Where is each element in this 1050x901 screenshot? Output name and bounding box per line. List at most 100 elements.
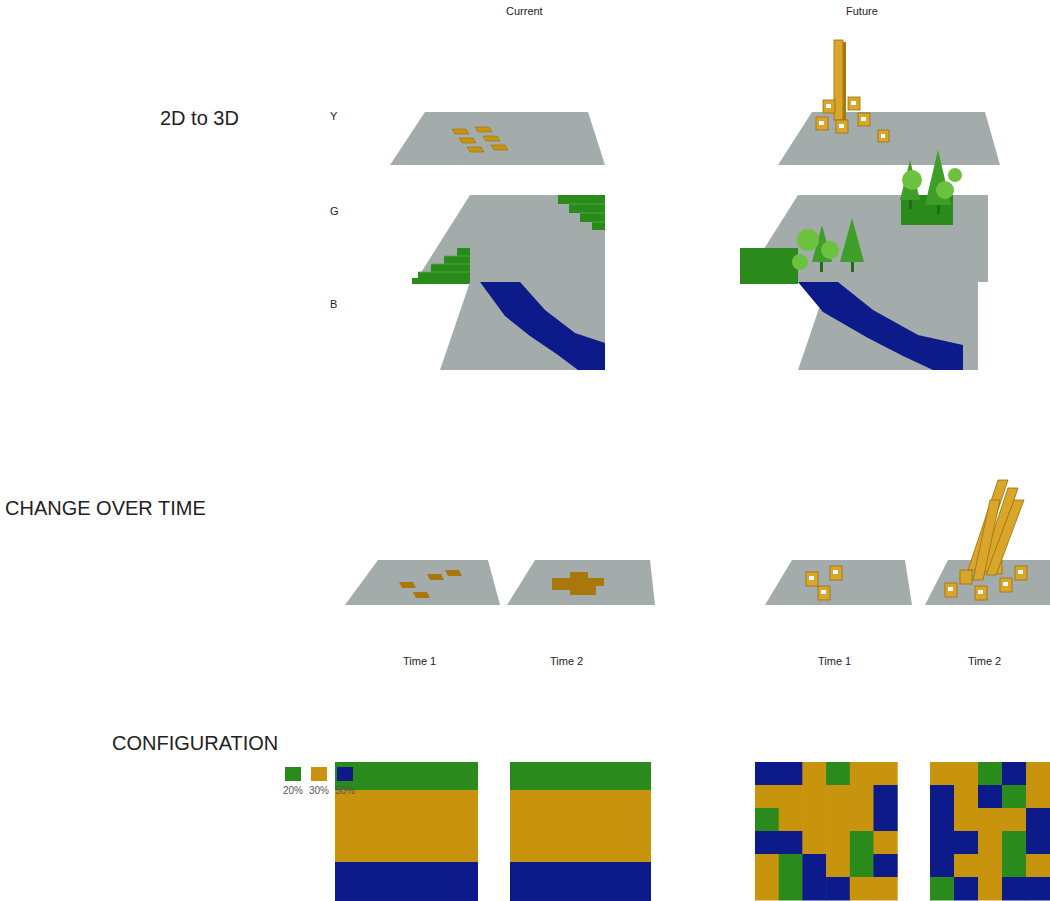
future-configuration-part — [930, 831, 955, 855]
future-trees-part — [792, 168, 962, 270]
future-layer-g-part — [740, 248, 798, 284]
current-time-planes-part-part — [399, 582, 416, 588]
future-buildings-part-part — [881, 134, 885, 138]
future-configuration-part — [1002, 762, 1027, 786]
future-trees-part-part — [902, 170, 922, 190]
current-layer-g-part-part — [569, 204, 605, 222]
future-configuration-part — [826, 831, 850, 855]
future-buildings-part-part — [848, 97, 860, 110]
future-configuration-part — [1026, 762, 1050, 786]
current-time-planes — [345, 560, 655, 605]
future-configuration-part — [802, 762, 826, 786]
future-configuration-part — [954, 831, 979, 855]
future-configuration-part — [779, 808, 803, 832]
layer-letter: G — [330, 205, 339, 218]
future-configuration-part — [1026, 831, 1050, 855]
current-layer-b-part — [480, 282, 605, 370]
time-label: Time 1 — [818, 655, 851, 668]
current-time-planes-part-part — [552, 572, 604, 595]
future-time-planes-part-part — [948, 587, 953, 591]
future-configuration-part — [826, 785, 850, 809]
current-configuration-part — [335, 762, 478, 790]
future-configuration-part — [978, 877, 1003, 901]
future-buildings-part — [819, 101, 885, 138]
future-trees-part-part — [820, 262, 823, 272]
future-trees-part-part — [840, 218, 864, 262]
future-configuration-part — [954, 808, 979, 832]
future-time-planes — [765, 480, 1050, 605]
current-configuration-part — [510, 862, 651, 901]
future-configuration-part — [978, 831, 1003, 855]
future-trees-part-part — [936, 181, 954, 199]
future-configuration-part — [1026, 808, 1050, 832]
future-configuration-part — [954, 785, 979, 809]
current-layer-y-part-part — [452, 129, 469, 134]
future-configuration-part — [930, 785, 955, 809]
column-heading: Current — [506, 5, 543, 18]
legend-swatch — [337, 767, 353, 781]
future-configuration-part — [779, 877, 803, 901]
future-configuration-part — [1002, 854, 1027, 878]
future-time-planes-part — [765, 560, 912, 605]
legend-text: 30% — [309, 785, 329, 797]
column-heading: Future — [846, 5, 878, 18]
future-configuration-part — [779, 831, 803, 855]
future-configuration-part — [826, 762, 850, 786]
future-configuration-part — [1026, 877, 1050, 901]
current-layer-y-part-part — [459, 138, 476, 143]
future-configuration-part — [826, 877, 850, 901]
future-buildings-part-part — [826, 104, 831, 108]
future-configuration-part — [874, 785, 898, 809]
future-trees-part-part — [948, 168, 962, 182]
future-configuration — [755, 762, 1050, 901]
current-layer-y-part-part — [483, 136, 500, 141]
future-buildings-part-part — [851, 101, 856, 105]
future-configuration-part — [874, 808, 898, 832]
future-configuration-part — [1002, 831, 1027, 855]
future-configuration-part — [954, 762, 979, 786]
future-configuration-part — [850, 877, 874, 901]
future-time-planes-part-part — [830, 566, 842, 580]
future-buildings-part-part — [823, 100, 835, 113]
future-configuration-part — [779, 762, 803, 786]
current-layer-y — [390, 112, 605, 165]
future-buildings-part-part — [839, 124, 844, 128]
future-layer-b-part — [798, 282, 963, 370]
future-time-planes-part-part — [818, 586, 830, 600]
future-configuration-part — [978, 854, 1003, 878]
future-configuration-part — [755, 877, 779, 901]
future-time-planes-part-part — [975, 586, 987, 600]
current-time-planes-part-part — [445, 570, 462, 576]
current-time-planes-part-part — [427, 574, 444, 580]
future-configuration-part — [1002, 785, 1027, 809]
future-trees-part-part — [797, 229, 819, 251]
future-time-planes-part-part — [1018, 570, 1023, 574]
future-configuration-part — [755, 808, 779, 832]
future-buildings-part-part — [858, 113, 870, 126]
current-configuration-part — [510, 762, 651, 790]
legend-text: 50% — [335, 785, 355, 797]
current-layer-y-part-part — [475, 127, 492, 132]
future-configuration-part — [802, 785, 826, 809]
current-configuration — [335, 762, 651, 901]
future-configuration-part — [802, 854, 826, 878]
future-configuration-part — [755, 785, 779, 809]
future-configuration-part — [850, 854, 874, 878]
current-configuration-part — [335, 862, 478, 901]
future-configuration-part — [755, 831, 779, 855]
current-layer-b — [440, 282, 605, 370]
current-configuration-part — [335, 790, 478, 862]
future-buildings-part-part — [816, 117, 828, 130]
layer-letter: Y — [330, 110, 337, 123]
future-configuration-part — [874, 762, 898, 786]
future-configuration-part — [1026, 854, 1050, 878]
future-configuration-part — [755, 854, 779, 878]
current-time-planes-part — [345, 560, 500, 605]
future-layer-y-part — [778, 112, 1000, 165]
future-buildings-part-part — [836, 120, 848, 133]
future-configuration-part — [874, 831, 898, 855]
current-layer-g-part-part — [418, 256, 470, 272]
future-time-planes-part-part — [1015, 566, 1027, 580]
time-label: Time 2 — [550, 655, 583, 668]
